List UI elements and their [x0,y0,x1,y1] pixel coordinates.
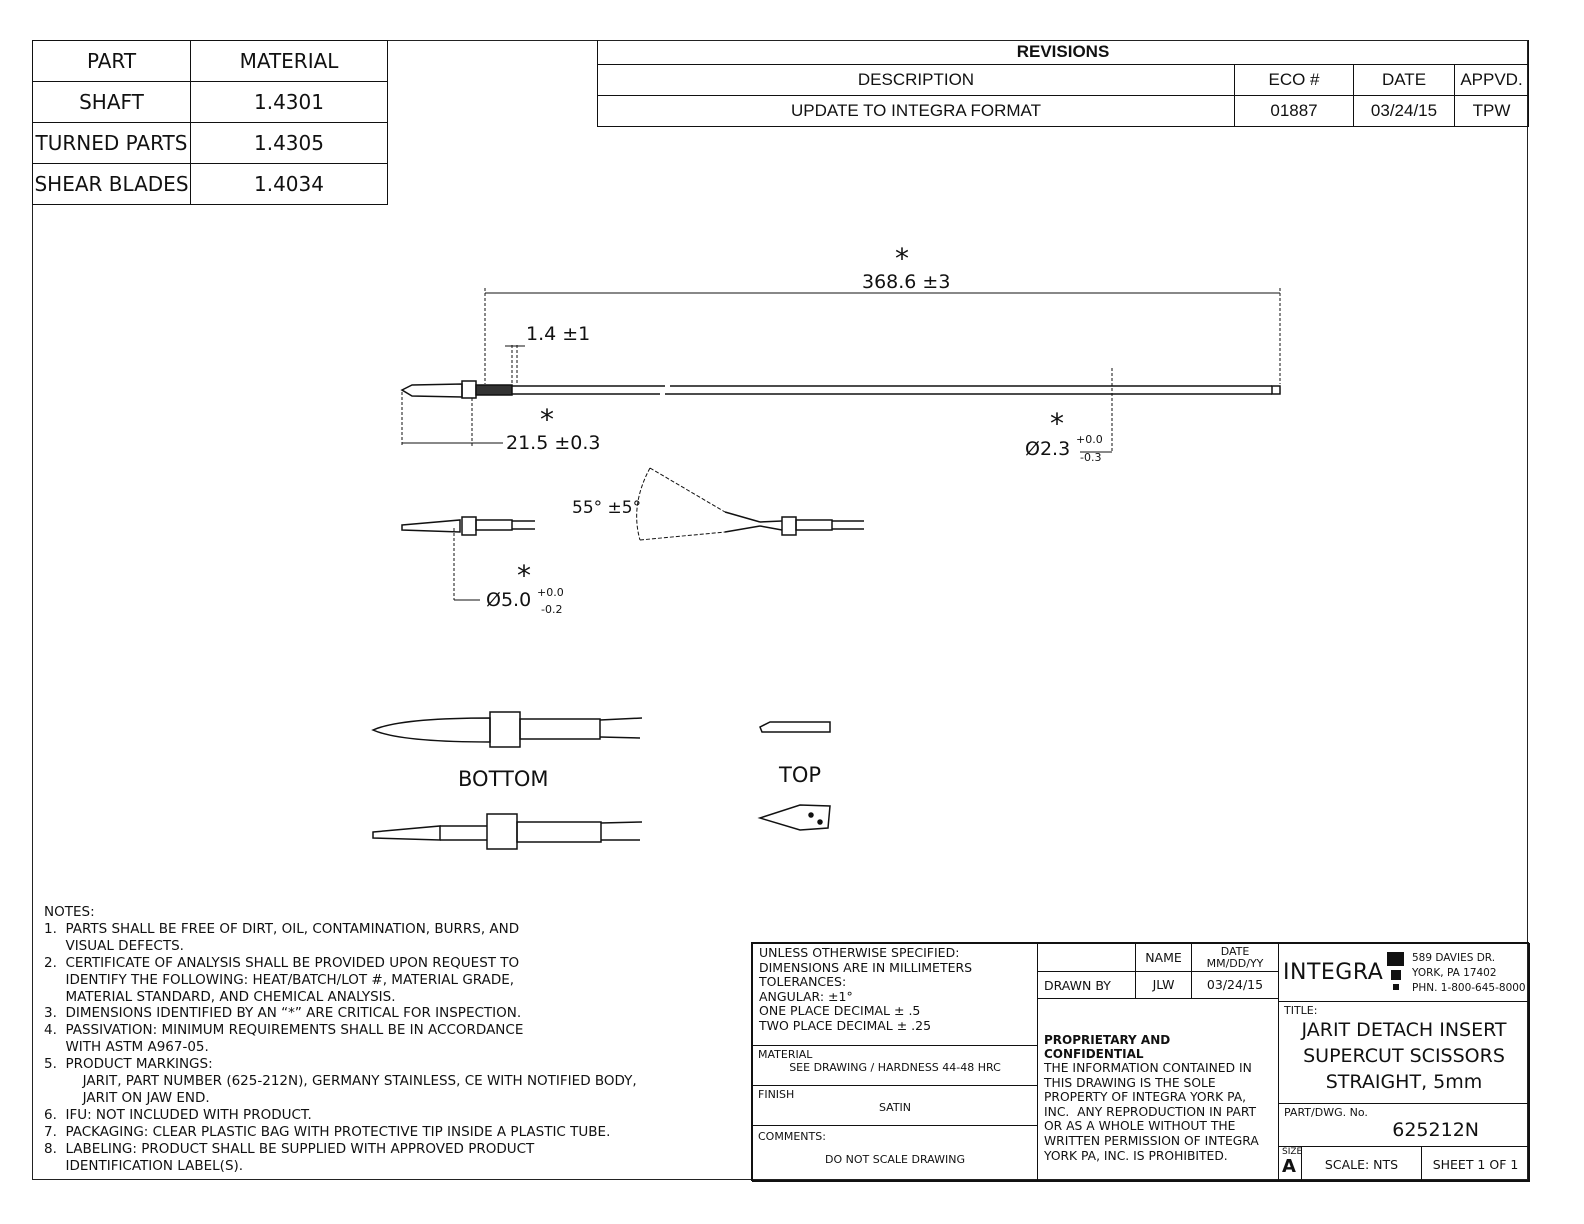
material-cell: 1.4034 [190,163,388,205]
part-cell: SHEAR BLADES [32,163,191,205]
sheet-number: SHEET 1 OF 1 [1421,1146,1530,1182]
size-label: SIZE [1282,1147,1303,1157]
part-cell: TURNED PARTS [32,122,191,164]
material-label: MATERIAL [758,1048,813,1061]
drawn-date: 03/24/15 [1191,971,1279,999]
top-view-blade [757,721,831,831]
company-box: INTEGRA 589 DAVIES DR. YORK, PA 17402 PH… [1278,943,1530,1002]
col-header: APPVD. [1454,64,1529,96]
scale: SCALE: NTS [1301,1146,1422,1182]
jaw-closed-view [401,516,535,536]
rev-description: UPDATE TO INTEGRA FORMAT [597,95,1235,127]
drawing-title: JARIT DETACH INSERT SUPERCUT SCISSORS ST… [1301,1019,1507,1093]
proprietary-title: PROPRIETARY AND CONFIDENTIAL [1044,1033,1171,1061]
finish-value: SATIN [878,1101,912,1114]
col-header: DESCRIPTION [597,64,1235,96]
company-logo: INTEGRA [1283,960,1384,985]
finish-box: FINISH SATIN [752,1085,1038,1126]
bottom-view-label: BOTTOM [458,767,549,791]
note-item: 7. PACKAGING: CLEAR PLASTIC BAG WITH PRO… [44,1123,611,1140]
title-block: UNLESS OTHERWISE SPECIFIED: DIMENSIONS A… [751,942,1530,1182]
note-item: 1. PARTS SHALL BE FREE OF DIRT, OIL, CON… [44,920,520,954]
notes-heading: NOTES: [44,904,95,920]
col-header: DATE [1353,64,1455,96]
jaw-angle-dim: 55° ±5° [572,498,642,518]
company-address: 589 DAVIES DR. YORK, PA 17402 PHN. 1-800… [1412,952,1526,994]
logo-square [1393,984,1399,990]
head-tol-minus: -0.2 [541,603,563,616]
note-item: 3. DIMENSIONS IDENTIFIED BY AN “*” ARE C… [44,1005,522,1022]
tolerance-spec: UNLESS OTHERWISE SPECIFIED: DIMENSIONS A… [752,943,1038,1046]
part-number-label: PART/DWG. No. [1284,1106,1368,1119]
part-drawing [371,288,1281,850]
rev-eco: 01887 [1234,95,1354,127]
top-view-label: TOP [779,763,822,787]
head-tol-plus: +0.0 [537,586,564,599]
extension-lines [401,288,1281,600]
tip-length-dim: 21.5 ±0.3 [506,432,601,454]
critical-mark: * [895,242,909,275]
note-item: 8. LABELING: PRODUCT SHALL BE SUPPLIED W… [44,1140,535,1174]
instrument-side-view [400,380,1281,399]
drawn-by-label: DRAWN BY [1037,971,1136,999]
shaft-tol-minus: -0.3 [1080,451,1102,464]
bottom-view-lower [372,813,643,850]
material-value: SEE DRAWING / HARDNESS 44-48 HRC [789,1061,1001,1074]
drawn-by-name: JLW [1135,971,1192,999]
comments-label: COMMENTS: [758,1130,826,1143]
shaft-diameter-dim: Ø2.3 [1025,438,1071,460]
dimension-lines [402,292,1280,601]
finish-label: FINISH [758,1088,795,1101]
critical-mark: * [540,403,554,436]
shaft-tol-plus: +0.0 [1076,433,1103,446]
critical-mark: * [517,559,531,592]
note-item: 6. IFU: NOT INCLUDED WITH PRODUCT. [44,1106,312,1123]
col-header: MATERIAL [190,40,388,82]
blank-cell [1037,943,1136,972]
part-number-box: PART/DWG. No. 625212N [1278,1103,1530,1147]
proprietary-text: THE INFORMATION CONTAINED IN THIS DRAWIN… [1044,1061,1259,1163]
size-value: A [1282,1156,1296,1177]
material-cell: 1.4301 [190,81,388,123]
head-diameter-dim: Ø5.0 [486,589,532,611]
part-number: 625212N [1392,1119,1479,1141]
part-cell: SHAFT [32,81,191,123]
note-item: 5. PRODUCT MARKINGS: JARIT, PART NUMBER … [44,1056,637,1106]
comments-value: DO NOT SCALE DRAWING [825,1153,965,1166]
note-item: 2. CERTIFICATE OF ANALYSIS SHALL BE PROV… [44,954,520,1005]
step-length-dim: 1.4 ±1 [526,323,591,345]
critical-mark: * [1050,407,1064,440]
title-box: TITLE: JARIT DETACH INSERT SUPERCUT SCISS… [1278,1001,1530,1104]
jaw-open-view [636,467,864,541]
overall-length-dim: 368.6 ±3 [862,271,951,293]
name-header: NAME [1135,943,1192,972]
note-item: 4. PASSIVATION: MINIMUM REQUIREMENTS SHA… [44,1022,524,1056]
bottom-view-upper [371,711,643,748]
logo-square [1387,952,1404,966]
rev-approved: TPW [1454,95,1529,127]
title-label: TITLE: [1284,1004,1318,1017]
logo-square [1391,970,1401,980]
date-header: DATE MM/DD/YY [1191,943,1279,972]
rev-date: 03/24/15 [1353,95,1455,127]
notes: NOTES:1. PARTS SHALL BE FREE OF DIRT, OI… [44,904,637,1175]
comments-box: COMMENTS: DO NOT SCALE DRAWING [752,1125,1038,1182]
